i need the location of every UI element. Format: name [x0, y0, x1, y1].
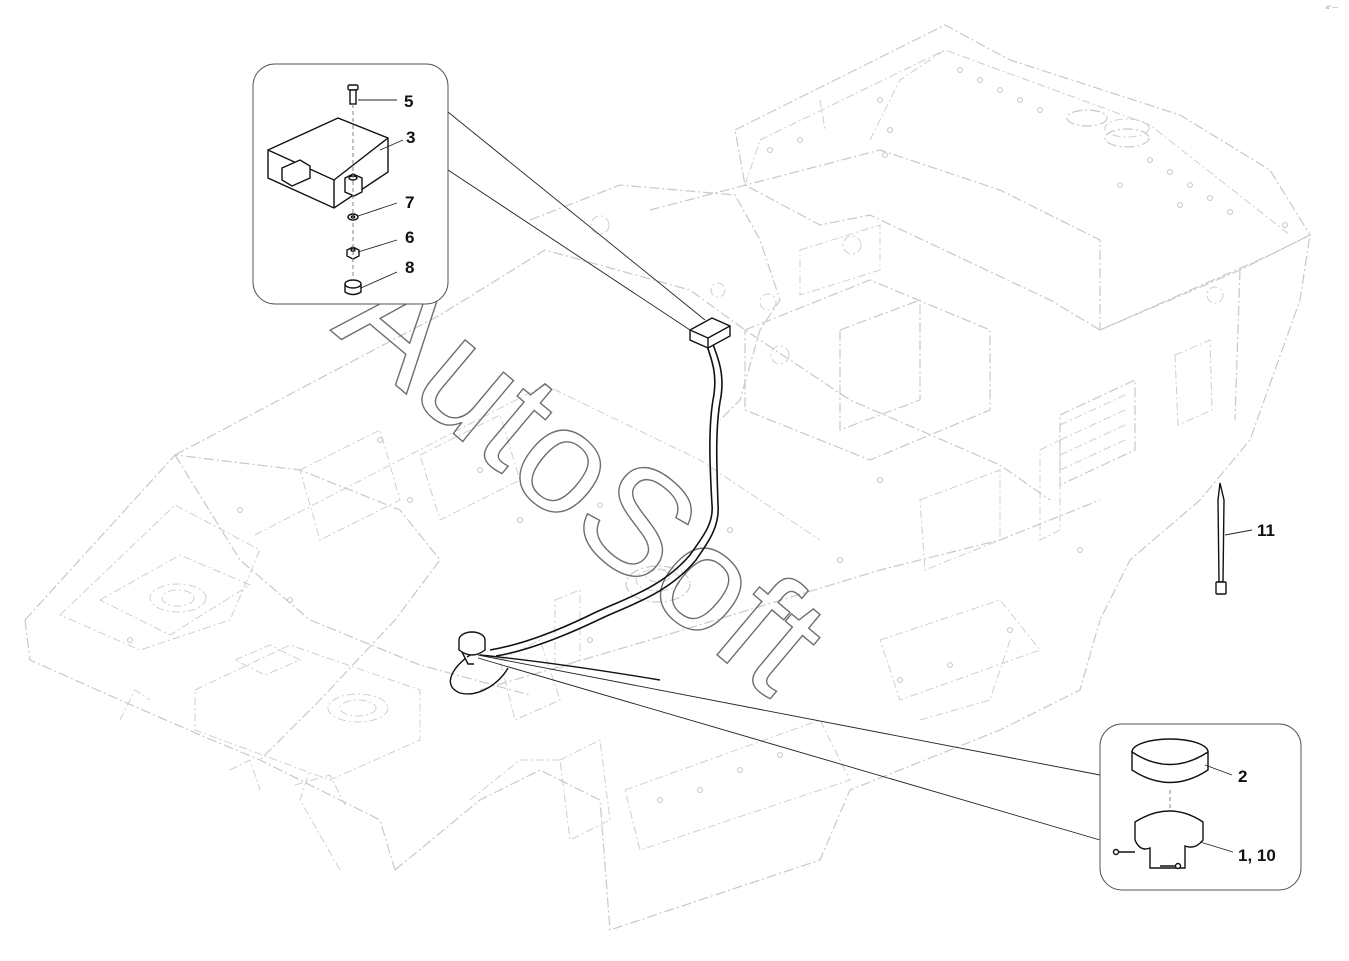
leader-upper-box-2	[447, 169, 691, 331]
sensor-part	[1112, 810, 1204, 870]
callout-label-1-10: 1, 10	[1238, 846, 1276, 865]
sensor-installed	[458, 631, 486, 665]
callout-label-11: 11	[1257, 521, 1275, 540]
cap-part	[344, 279, 362, 296]
frame-rivets	[127, 67, 1288, 803]
callout-label-3: 3	[406, 128, 415, 147]
sensor-cover-part	[1131, 738, 1209, 784]
detail-box-control-unit: 5 3 7 6 8	[252, 63, 449, 305]
callout-label-7: 7	[405, 193, 414, 212]
machine-frame	[24, 24, 1311, 931]
cable-tie-part: 11	[1215, 482, 1275, 595]
corner-mark: a° ––	[1326, 5, 1338, 11]
control-unit-installed	[689, 317, 731, 349]
wiring-harness	[449, 339, 723, 695]
callout-label-2: 2	[1238, 767, 1247, 786]
leader-lower-box-2	[477, 657, 1101, 841]
callout-label-5: 5	[404, 92, 413, 111]
detail-box-sensor: 2 1, 10	[1099, 723, 1302, 891]
callout-label-6: 6	[405, 228, 414, 247]
leader-lower-box	[477, 654, 1101, 776]
callout-label-8: 8	[405, 258, 414, 277]
bolt-part	[347, 84, 359, 105]
control-unit-part	[267, 117, 389, 209]
leader-upper-box	[447, 111, 706, 321]
